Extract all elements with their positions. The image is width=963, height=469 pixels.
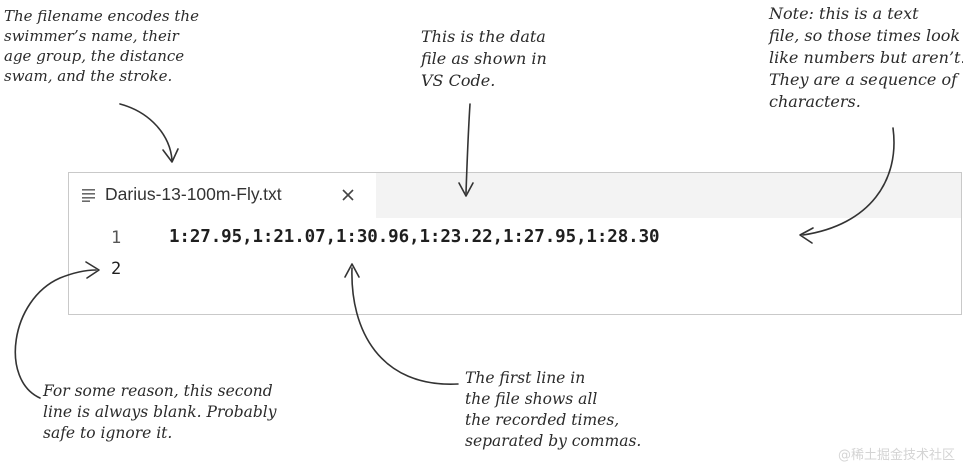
annotation-datafile: This is the data file as shown in VS Cod… <box>421 26 547 92</box>
annotation-filename: The filename encodes the swimmer’s name,… <box>4 6 199 86</box>
annotation-line: Note: this is a text <box>769 4 919 23</box>
annotation-line: file as shown in <box>421 49 547 68</box>
editor-window: Darius-13-100m-Fly.txt 1 1:27.95,1:21.07… <box>68 172 962 315</box>
line-number: 1 <box>111 228 122 248</box>
line-text[interactable]: 1:27.95,1:21.07,1:30.96,1:23.22,1:27.95,… <box>169 227 660 247</box>
annotation-line: The filename encodes the <box>4 7 199 25</box>
annotation-line: They are a sequence of <box>769 70 958 89</box>
annotation-line: the recorded times, <box>465 411 620 429</box>
code-line[interactable]: 2 <box>69 256 961 284</box>
annotation-textfile: Note: this is a text file, so those time… <box>769 3 963 113</box>
watermark: @稀土掘金技术社区 <box>837 448 955 463</box>
close-icon[interactable] <box>339 186 357 204</box>
tab-label: Darius-13-100m-Fly.txt <box>105 184 282 204</box>
annotation-line: For some reason, this second <box>43 382 273 400</box>
text-file-icon <box>82 189 95 202</box>
code-line[interactable]: 1 1:27.95,1:21.07,1:30.96,1:23.22,1:27.9… <box>69 225 961 253</box>
annotation-blankline: For some reason, this second line is alw… <box>43 381 277 444</box>
annotation-line: swam, and the stroke. <box>4 67 173 85</box>
annotation-line: like numbers but aren’t. <box>769 48 963 67</box>
annotation-line: The first line in <box>465 369 586 387</box>
annotation-line: age group, the distance <box>4 47 185 65</box>
tab-file[interactable]: Darius-13-100m-Fly.txt <box>69 173 376 218</box>
annotation-line: characters. <box>769 92 861 111</box>
code-area[interactable]: 1 1:27.95,1:21.07,1:30.96,1:23.22,1:27.9… <box>69 218 961 314</box>
annotation-line: separated by commas. <box>465 432 642 450</box>
arrowhead-filename <box>162 148 179 163</box>
annotation-line: swimmer’s name, their <box>4 27 179 45</box>
annotation-line: safe to ignore it. <box>43 424 173 442</box>
line-number: 2 <box>111 259 122 279</box>
annotation-line: This is the data <box>421 27 546 46</box>
arrow-filename <box>119 103 173 161</box>
annotation-line: file, so those times look <box>769 26 961 45</box>
tab-bar: Darius-13-100m-Fly.txt <box>69 173 961 218</box>
annotation-line: VS Code. <box>421 71 496 90</box>
annotation-line: the file shows all <box>465 390 598 408</box>
annotation-firstline: The first line in the file shows all the… <box>465 368 641 452</box>
annotation-line: line is always blank. Probably <box>43 403 277 421</box>
